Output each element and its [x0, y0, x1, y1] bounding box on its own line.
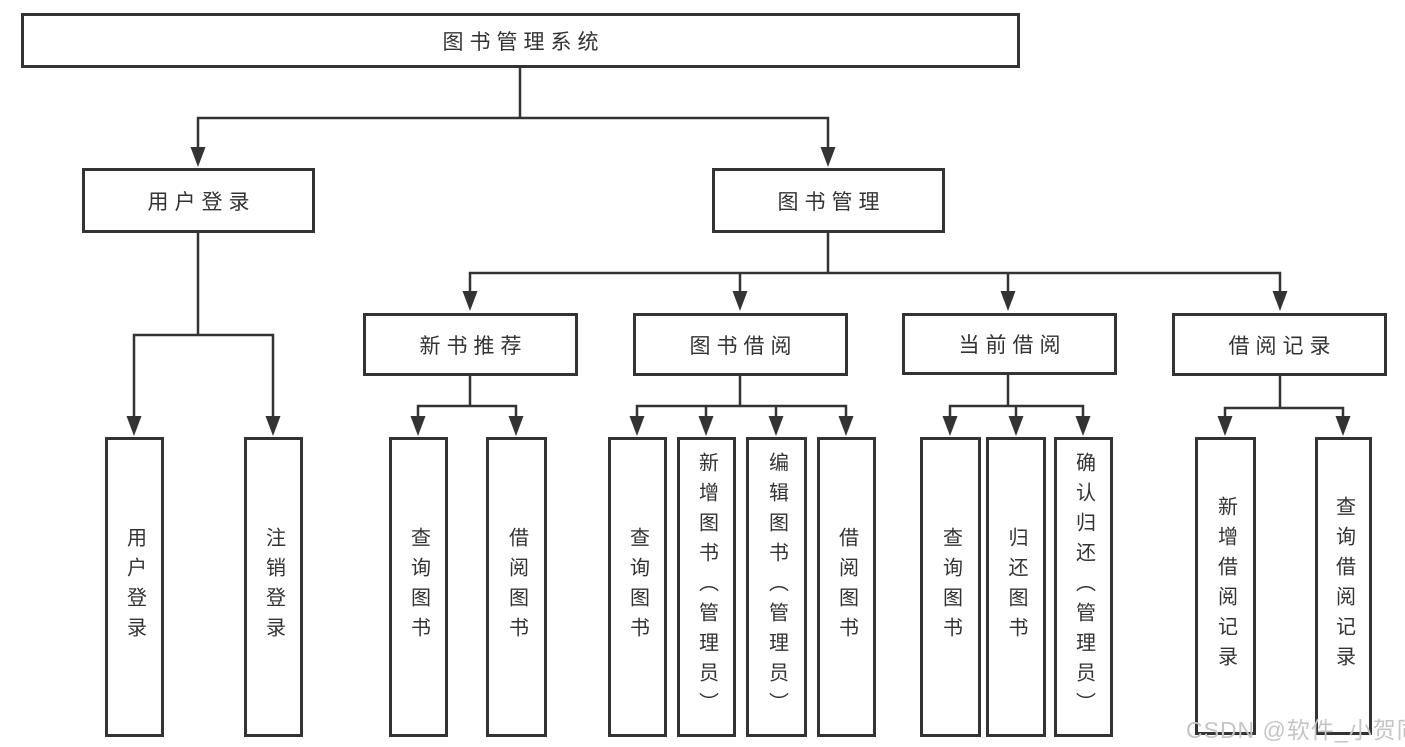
arrow-leaf-bb-add — [698, 416, 714, 436]
leaf-logout: 注销登录 — [244, 437, 303, 737]
leaf-user-login-label: 用户登录 — [123, 527, 146, 647]
node-current-borrow-label: 当前借阅 — [958, 334, 1067, 357]
arrow-book-borrow — [732, 291, 748, 311]
leaf-newbook-query-label: 查询图书 — [407, 527, 430, 647]
node-book-mgmt-label: 图书管理 — [777, 190, 886, 214]
wire-user-login-branch — [132, 232, 275, 418]
node-current-borrow: 当前借阅 — [902, 313, 1117, 375]
arrow-leaf-cb-confirm — [1075, 416, 1091, 436]
leaf-borrow-borrow: 借阅图书 — [817, 437, 876, 737]
leaf-newbook-borrow-label: 借阅图书 — [505, 527, 528, 647]
wire-new-book-branch — [416, 376, 518, 418]
leaf-records-add-label: 新增借阅记录 — [1214, 496, 1237, 676]
wire-root — [196, 68, 830, 149]
node-user-login-label: 用户登录 — [147, 190, 256, 214]
node-book-borrow-label: 图书借阅 — [689, 334, 798, 358]
arrow-leaf-cb-return — [1008, 416, 1024, 436]
leaf-borrow-edit-label: 编辑图书（管理员） — [765, 452, 788, 722]
arrow-current-borrow — [1000, 291, 1016, 311]
leaf-newbook-borrow: 借阅图书 — [486, 437, 547, 737]
leaf-current-query: 查询图书 — [920, 437, 981, 737]
leaf-borrow-query-label: 查询图书 — [626, 527, 649, 647]
arrow-user-login — [190, 147, 206, 167]
node-root: 图书管理系统 — [21, 13, 1020, 68]
node-root-label: 图书管理系统 — [442, 30, 605, 54]
leaf-current-confirm: 确认归还（管理员） — [1054, 437, 1113, 737]
arrow-leaf-logout — [265, 416, 281, 436]
leaf-logout-label: 注销登录 — [262, 527, 285, 647]
wire-borrow-records-branch — [1223, 376, 1345, 418]
arrowheads — [126, 147, 1351, 436]
leaf-borrow-borrow-label: 借阅图书 — [835, 527, 858, 647]
arrow-leaf-br-query — [1335, 416, 1351, 436]
leaf-borrow-add: 新增图书（管理员） — [677, 437, 736, 737]
arrow-new-book — [462, 291, 478, 311]
node-borrow-records: 借阅记录 — [1172, 313, 1387, 376]
wire-current-borrow-branch — [948, 374, 1085, 418]
leaf-user-login: 用户登录 — [105, 437, 164, 737]
node-book-mgmt: 图书管理 — [712, 168, 945, 233]
wire-book-mgmt-branch — [468, 232, 1282, 293]
leaf-current-return: 归还图书 — [986, 437, 1046, 737]
leaf-current-return-label: 归还图书 — [1005, 527, 1027, 647]
arrow-leaf-bb-edit — [768, 416, 784, 436]
leaf-newbook-query: 查询图书 — [389, 437, 448, 737]
leaf-borrow-query: 查询图书 — [608, 437, 667, 737]
arrow-borrow-records — [1272, 291, 1288, 311]
arrow-leaf-nb-borrow — [508, 416, 524, 436]
wire-book-borrow-branch — [635, 376, 848, 418]
leaf-records-query: 查询借阅记录 — [1315, 437, 1372, 735]
arrow-leaf-bb-query — [629, 416, 645, 436]
watermark: CSDN @软件_小贺同学 — [1186, 717, 1405, 743]
arrow-leaf-br-add — [1217, 416, 1233, 436]
leaf-records-add: 新增借阅记录 — [1195, 437, 1256, 735]
leaf-borrow-edit: 编辑图书（管理员） — [746, 437, 807, 737]
arrow-leaf-user-login — [126, 416, 142, 436]
arrow-leaf-cb-query — [942, 416, 958, 436]
leaf-borrow-add-label: 新增图书（管理员） — [695, 452, 718, 722]
node-new-book-rec: 新书推荐 — [363, 313, 578, 376]
node-book-borrow: 图书借阅 — [633, 313, 848, 376]
node-borrow-records-label: 借阅记录 — [1228, 334, 1337, 358]
node-user-login: 用户登录 — [82, 168, 315, 233]
leaf-records-query-label: 查询借阅记录 — [1332, 496, 1355, 676]
leaf-current-confirm-label: 确认归还（管理员） — [1072, 452, 1095, 722]
arrow-book-mgmt — [820, 147, 836, 167]
node-new-book-rec-label: 新书推荐 — [419, 334, 528, 358]
arrow-leaf-bb-borrow — [838, 416, 854, 436]
arrow-leaf-nb-query — [410, 416, 426, 436]
leaf-current-query-label: 查询图书 — [939, 527, 962, 647]
